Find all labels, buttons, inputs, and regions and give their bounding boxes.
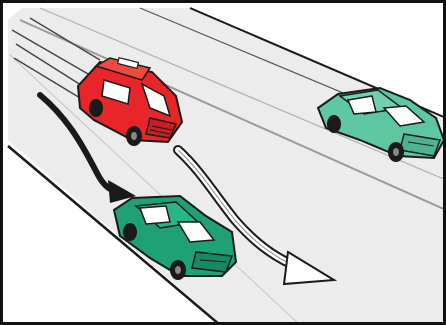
illustration-canvas (0, 0, 446, 325)
traffic-illustration (0, 0, 446, 325)
